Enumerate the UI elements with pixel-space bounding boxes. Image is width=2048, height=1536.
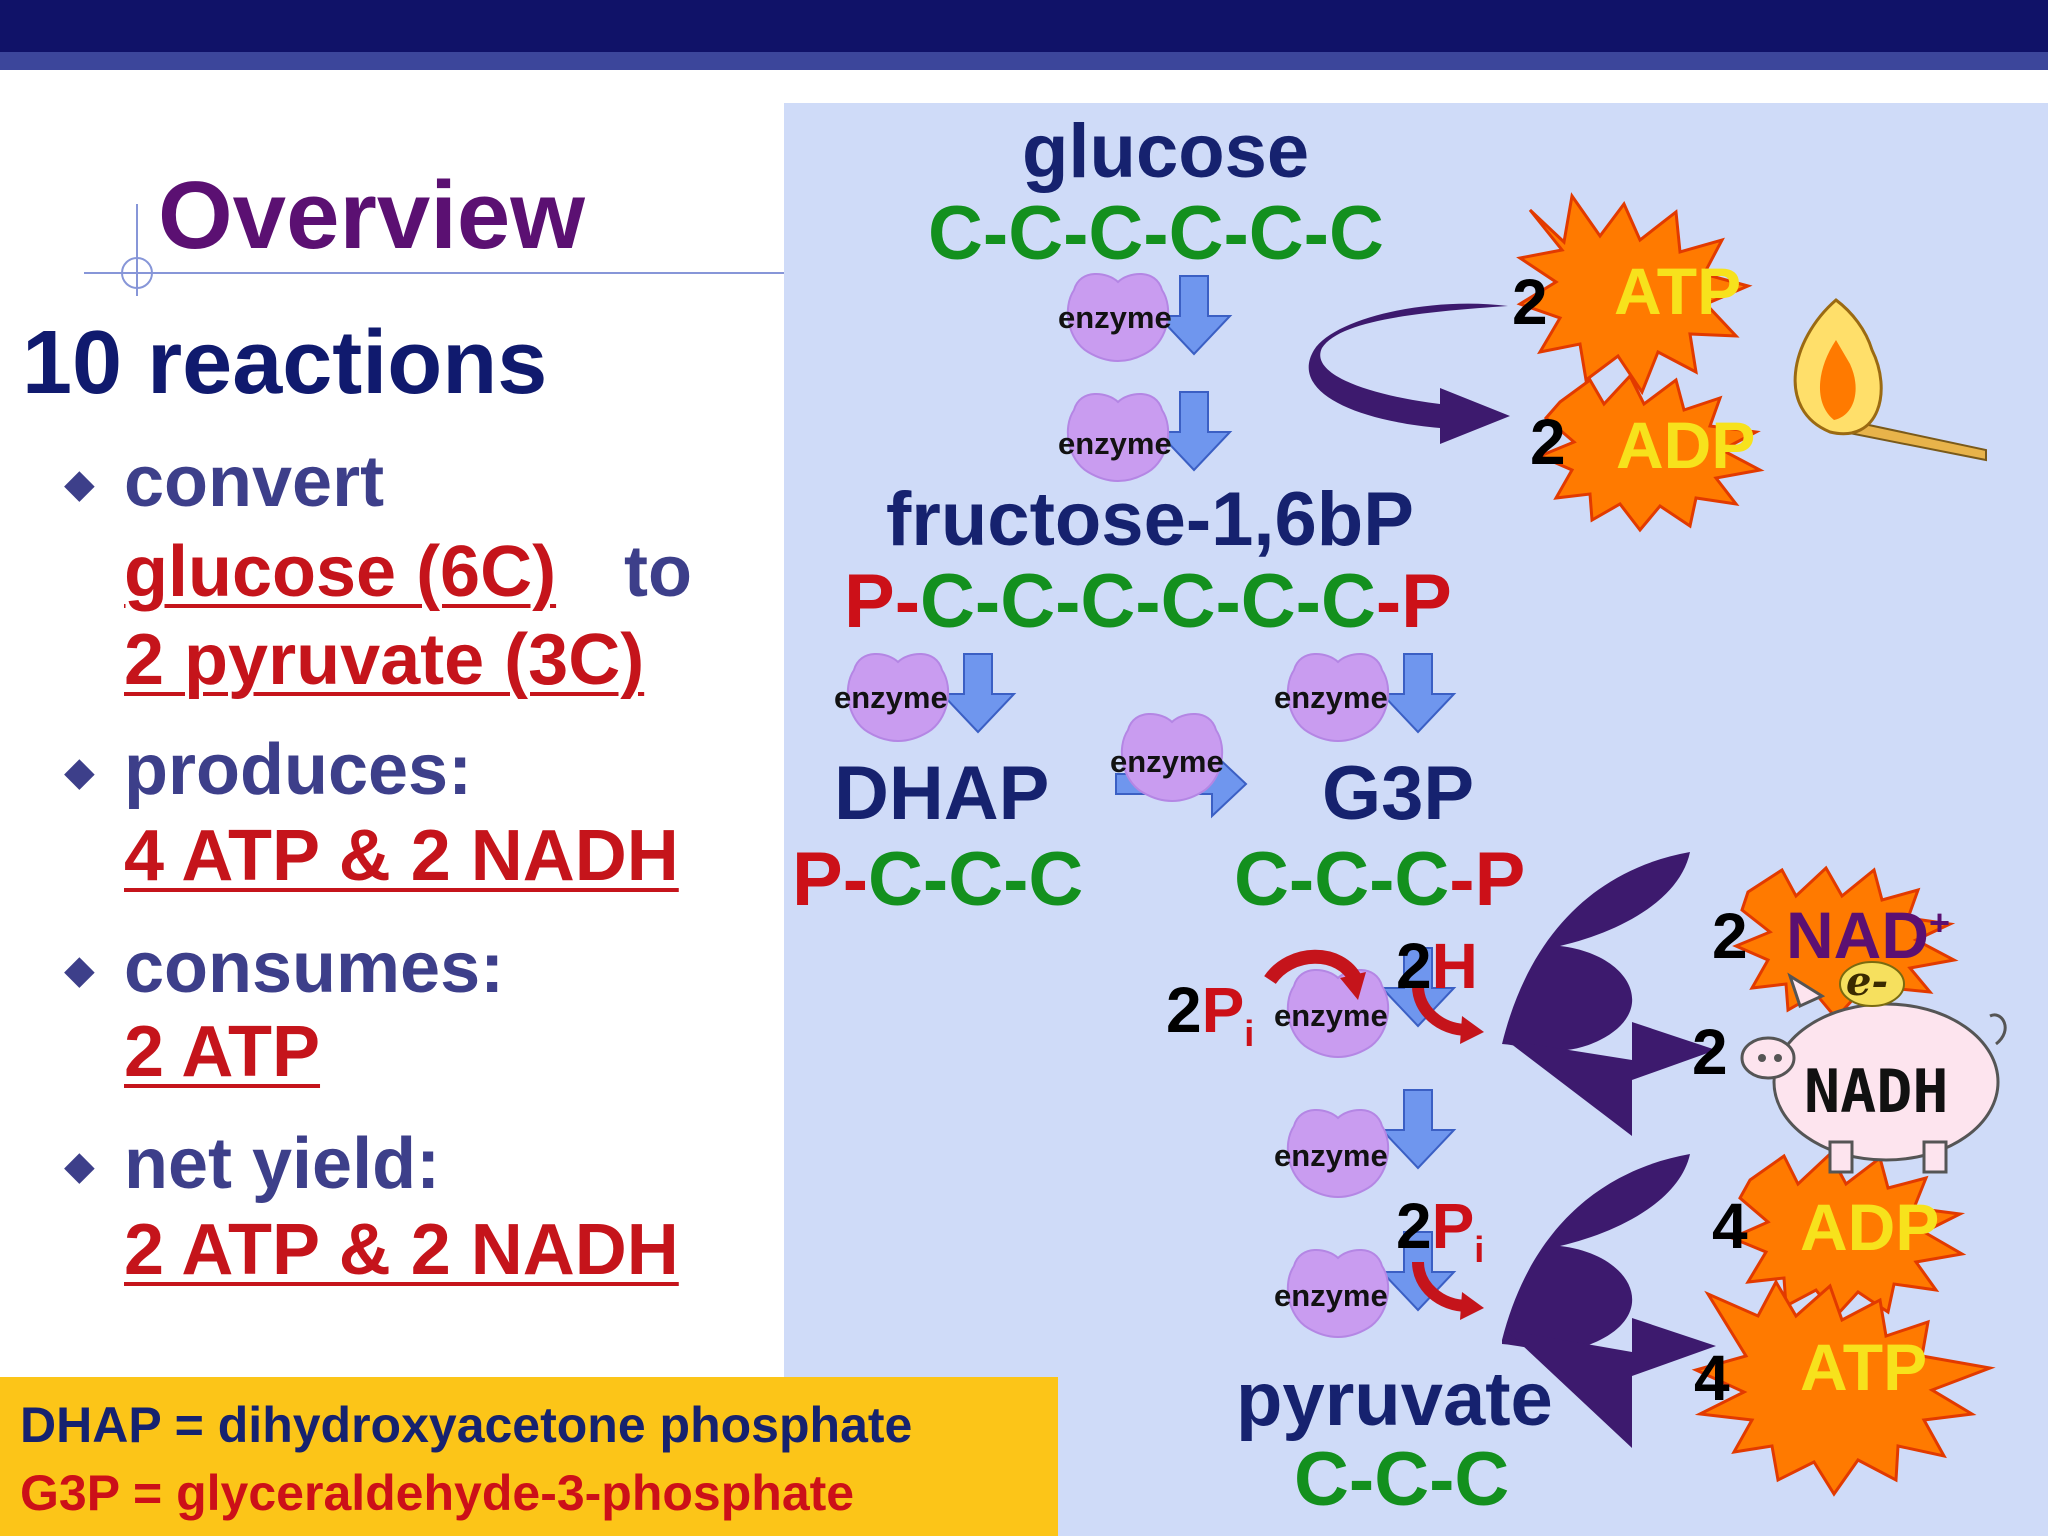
nadh-label: NADH — [1804, 1057, 1949, 1127]
atp-out-label: ATP — [1800, 1330, 1928, 1404]
glossary-dhap: DHAP = dihydroxyacetone phosphate — [20, 1397, 913, 1453]
atp-in-label: ATP — [1614, 254, 1742, 328]
adp-in-label: ADP — [1800, 1190, 1940, 1264]
nad-label: NAD+ — [1786, 902, 1950, 968]
glucose-chain: C-C-C-C-C-C — [928, 191, 1384, 276]
glucose-label: glucose — [1022, 109, 1310, 194]
pyruvate-chain: C-C-C — [1294, 1437, 1510, 1522]
piggy-bank-icon — [1740, 961, 2007, 1174]
count: 2 — [1166, 974, 1202, 1046]
title-rule-vertical — [136, 204, 138, 296]
carbon-chain: C-C-C — [1234, 837, 1450, 922]
enzyme-label: enzyme — [1274, 998, 1388, 1033]
lit-match-icon — [1793, 298, 1987, 462]
two-pi-label: 2Pi — [1166, 978, 1254, 1052]
enzyme-label: enzyme — [1274, 1278, 1388, 1313]
electron-label: e- — [1846, 958, 1889, 1005]
dhap-chain: P-C-C-C — [792, 842, 1083, 918]
nad-text: NAD — [1786, 898, 1929, 972]
bullet-convert: convert — [124, 442, 385, 522]
hydrogen: H — [1431, 930, 1478, 1002]
bullet-connector-to: to — [624, 532, 692, 612]
enzyme-label: enzyme — [1058, 426, 1172, 461]
enzyme-label: enzyme — [1274, 1138, 1388, 1173]
bullet-diamond-icon: ◆ — [64, 1144, 95, 1188]
two-h-label: 2H — [1396, 934, 1478, 998]
dhap-label: DHAP — [834, 751, 1050, 836]
glossary-box — [0, 1377, 1058, 1536]
burst-atp-in — [1516, 192, 1753, 396]
bullet-net-yield: net yield: — [124, 1124, 441, 1204]
fructose-label: fructose-1,6bP — [886, 477, 1414, 562]
phosphate-right: -P — [1375, 559, 1452, 644]
atp-out-count: 4 — [1694, 1342, 1730, 1414]
phosphate-right: -P — [1449, 837, 1526, 922]
bullet-consumes-value: 2 ATP — [124, 1012, 321, 1092]
burst-adp-in — [1728, 1151, 1967, 1319]
adp-out-label: ADP — [1616, 408, 1756, 482]
carbon-chain: C-C-C — [868, 837, 1084, 922]
bullet-diamond-icon: ◆ — [64, 948, 95, 992]
bullet-consumes: consumes: — [124, 928, 505, 1008]
burst-atp-out — [1691, 1278, 1996, 1497]
bullet-produces-value: 4 ATP & 2 NADH — [124, 816, 679, 896]
nadh-count: 2 — [1692, 1016, 1728, 1088]
glossary-g3p: G3P = glyceraldehyde-3-phosphate — [20, 1465, 855, 1521]
adp-in-count: 4 — [1712, 1190, 1748, 1262]
bullet-net-yield-value: 2 ATP & 2 NADH — [124, 1210, 679, 1290]
burst-adp-out — [1536, 373, 1765, 533]
adp-out-count: 2 — [1530, 406, 1566, 478]
nad-sup: + — [1929, 902, 1951, 943]
subscript: i — [1244, 1012, 1255, 1054]
title-rule — [84, 272, 784, 274]
enzyme-label: enzyme — [1274, 680, 1388, 715]
pyruvate-label: pyruvate — [1236, 1357, 1553, 1442]
count: 2 — [1396, 930, 1432, 1002]
page-title: Overview — [158, 162, 585, 269]
phosphate-left: P- — [844, 559, 920, 644]
top-banner — [0, 0, 2048, 52]
g3p-label: G3P — [1322, 751, 1475, 836]
enzyme-label: enzyme — [1110, 744, 1224, 779]
count: 2 — [1396, 1190, 1432, 1262]
bullet-diamond-icon: ◆ — [64, 462, 95, 506]
top-banner-stripe — [0, 52, 2048, 70]
bullet-diamond-icon: ◆ — [64, 750, 95, 794]
bullet-glucose-6c: glucose (6C) — [124, 532, 557, 612]
bullet-2-pyruvate: 2 pyruvate (3C) — [124, 620, 645, 700]
subscript: i — [1474, 1228, 1485, 1270]
fructose-chain: P-C-C-C-C-C-C-P — [844, 564, 1452, 640]
two-pi-label-2: 2Pi — [1396, 1194, 1484, 1268]
atp-in-count: 2 — [1512, 266, 1548, 338]
bullet-produces: produces: — [124, 730, 473, 810]
g3p-chain: C-C-C-P — [1234, 842, 1525, 918]
phosphate-left: P- — [792, 837, 868, 922]
phosphate: P — [1201, 974, 1245, 1046]
enzyme-label: enzyme — [834, 680, 948, 715]
enzyme-label: enzyme — [1058, 300, 1172, 335]
nad-count: 2 — [1712, 900, 1748, 972]
subtitle: 10 reactions — [22, 313, 548, 413]
carbon-chain: C-C-C-C-C-C — [920, 559, 1376, 644]
phosphate: P — [1431, 1190, 1475, 1262]
